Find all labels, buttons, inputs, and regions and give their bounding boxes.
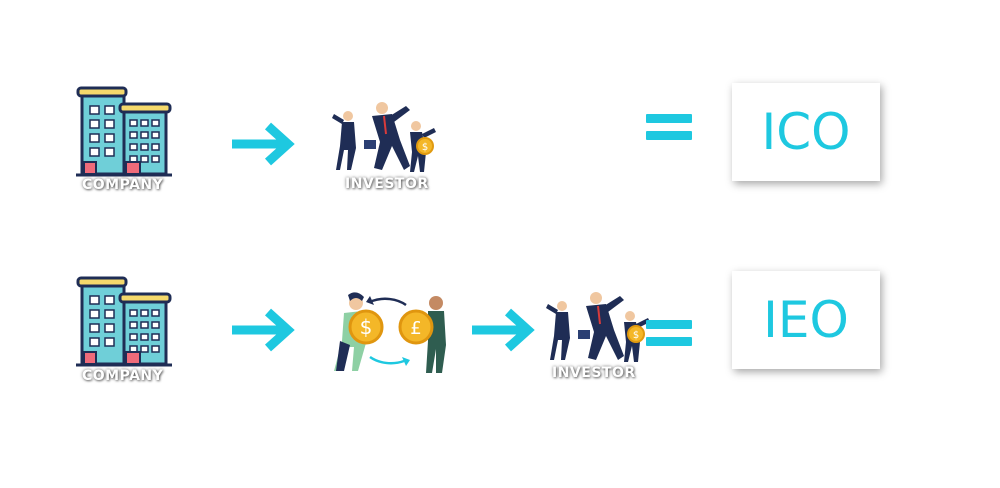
company-label: COMPANY [82,368,164,384]
investor-label: INVESTOR [345,176,429,192]
investor-label: INVESTOR [552,365,636,381]
company-label: COMPANY [82,177,164,193]
company-icon [74,86,174,186]
investor-group-icon: $ [330,100,440,180]
result-text: IEO [763,291,849,349]
equals-icon [646,114,692,148]
arrow-right-icon [470,306,536,359]
exchange-icon: $ £ [322,285,452,377]
arrow-right-icon [230,120,296,173]
svg-text:$: $ [633,330,639,341]
investor-group-icon: $ [544,290,654,370]
svg-text:$: $ [360,315,373,339]
result-box-ieo: IEO [732,271,880,369]
equals-icon [646,320,692,354]
arrow-right-icon [230,306,296,359]
result-box-ico: ICO [732,83,880,181]
svg-text:£: £ [410,318,421,339]
company-icon [74,276,174,376]
result-text: ICO [761,103,851,161]
svg-text:$: $ [422,142,428,153]
